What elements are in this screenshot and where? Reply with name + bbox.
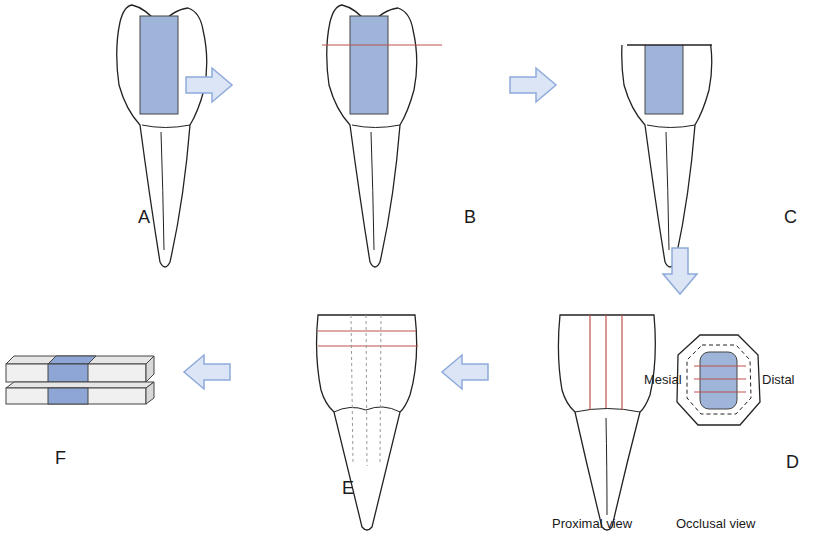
view-label: Proximal view (552, 516, 632, 531)
direction-label: Mesial (644, 372, 682, 387)
view-label: Occlusal view (676, 516, 755, 531)
figure-letter: A (138, 207, 150, 228)
figure-letter: C (784, 207, 797, 228)
figure-letter: E (342, 478, 354, 499)
direction-label: Distal (762, 372, 795, 387)
figure-letter: F (55, 448, 66, 469)
figure-letter: D (786, 452, 799, 473)
figure-letter: B (464, 207, 476, 228)
